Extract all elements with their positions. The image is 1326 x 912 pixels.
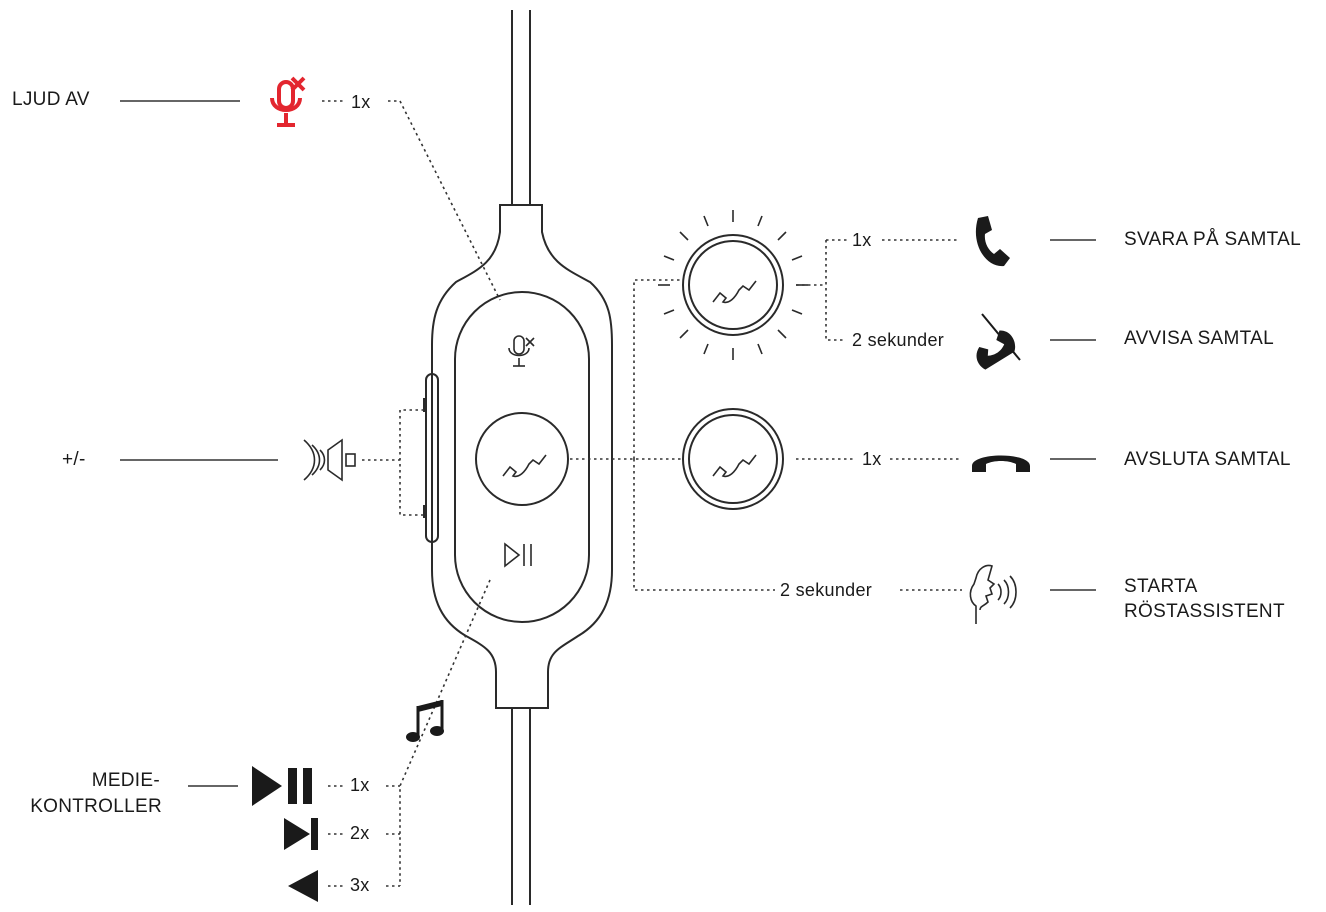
mic-mute-icon bbox=[270, 76, 306, 127]
play-pause-icon bbox=[252, 766, 312, 806]
call-button[interactable] bbox=[475, 412, 569, 506]
active-call-button bbox=[682, 408, 784, 510]
end-press-count: 1x bbox=[862, 449, 882, 469]
next-press-count: 2x bbox=[350, 823, 370, 843]
answer-press-count: 1x bbox=[852, 230, 872, 250]
cable bbox=[511, 10, 531, 905]
phone-hangup-icon bbox=[972, 455, 1030, 472]
mute-label: LJUD AV bbox=[12, 89, 90, 110]
speaker-volume-icon bbox=[303, 438, 356, 482]
next-track-icon bbox=[284, 818, 318, 850]
phone-reject-icon bbox=[976, 313, 1021, 370]
previous-press-count: 3x bbox=[350, 875, 370, 895]
answer-label: SVARA PÅ SAMTAL bbox=[1124, 229, 1301, 250]
inline-controller bbox=[423, 204, 613, 709]
assistant-label-line1: STARTA bbox=[1124, 576, 1198, 597]
ringing-call-button bbox=[658, 210, 808, 360]
previous-track-icon bbox=[288, 870, 318, 902]
play-pause-icon bbox=[504, 542, 532, 568]
music-note-icon bbox=[406, 700, 444, 742]
assistant-press-count: 2 sekunder bbox=[780, 580, 873, 600]
end-label: AVSLUTA SAMTAL bbox=[1124, 449, 1291, 470]
mic-mute-icon bbox=[508, 335, 535, 367]
phone-handset-icon bbox=[502, 454, 547, 478]
phone-answer-icon bbox=[975, 216, 1010, 267]
reject-label: AVVISA SAMTAL bbox=[1124, 328, 1274, 349]
media-label-line1: MEDIE- bbox=[91, 770, 160, 791]
play-pause-press-count: 1x bbox=[350, 775, 370, 795]
mute-press-count: 1x bbox=[351, 92, 371, 112]
volume-label: +/- bbox=[62, 449, 86, 470]
media-label-line2: KONTROLLER bbox=[30, 796, 162, 817]
assistant-label-line2: RÖSTASSISTENT bbox=[1124, 601, 1285, 622]
voice-assistant-icon bbox=[969, 564, 1017, 624]
reject-press-count: 2 sekunder bbox=[852, 330, 945, 350]
